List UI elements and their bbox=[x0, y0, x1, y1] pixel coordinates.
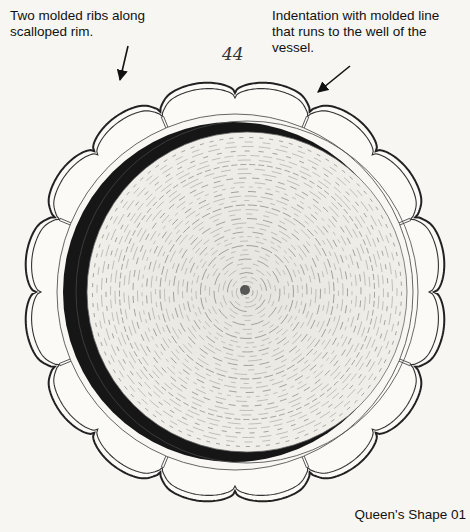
indentation-line bbox=[59, 220, 70, 225]
glaze-texture bbox=[101, 146, 393, 438]
leader-arrow bbox=[318, 66, 350, 92]
glaze-texture bbox=[124, 169, 370, 415]
glaze-texture bbox=[200, 245, 293, 338]
glaze-texture bbox=[138, 183, 357, 402]
glaze-texture bbox=[181, 226, 313, 358]
glaze-texture bbox=[157, 202, 337, 382]
figure-caption: Queen's Shape 01 bbox=[355, 507, 466, 523]
glaze-texture bbox=[112, 157, 382, 427]
glaze-texture bbox=[54, 99, 439, 484]
indentation-line bbox=[304, 456, 309, 467]
indentation-line bbox=[161, 456, 166, 467]
indentation-line bbox=[400, 359, 411, 364]
glaze-texture bbox=[90, 135, 405, 450]
glaze-texture bbox=[203, 248, 291, 336]
indentation-line bbox=[304, 117, 309, 128]
glaze-texture bbox=[95, 140, 399, 444]
indentation-line bbox=[60, 218, 71, 223]
rim-inner-edge bbox=[57, 114, 413, 470]
indentation-line bbox=[399, 361, 410, 366]
center-mark bbox=[240, 285, 250, 295]
indentation-line bbox=[161, 117, 166, 128]
plate-drawing bbox=[26, 75, 465, 510]
indentation-line bbox=[400, 220, 411, 225]
glaze-texture bbox=[56, 101, 438, 483]
glaze-texture bbox=[163, 208, 331, 376]
glaze-texture bbox=[157, 202, 337, 382]
indentation-line bbox=[399, 218, 410, 223]
catalog-number: 44 bbox=[222, 46, 262, 62]
well bbox=[87, 132, 407, 452]
well-edge bbox=[76, 121, 418, 463]
inner-rib bbox=[32, 89, 439, 496]
indentation-line bbox=[302, 457, 307, 468]
glaze-texture bbox=[216, 261, 278, 323]
glaze-texture bbox=[241, 286, 253, 298]
glaze-texture bbox=[188, 233, 306, 351]
glaze-texture bbox=[222, 267, 272, 317]
glaze-texture bbox=[133, 178, 362, 407]
annotation-note: Indentation with molded line that runs t… bbox=[272, 8, 464, 56]
glaze-texture bbox=[232, 277, 261, 306]
glaze-texture bbox=[93, 138, 402, 447]
outer-rib bbox=[26, 83, 445, 502]
leader-arrow bbox=[120, 46, 128, 80]
glaze-texture bbox=[65, 110, 429, 474]
glaze-texture bbox=[135, 180, 359, 404]
annotation-note: Two molded ribs along scalloped rim. bbox=[10, 8, 195, 40]
glaze-texture bbox=[30, 75, 465, 510]
indentation-line bbox=[59, 359, 70, 364]
glaze-texture bbox=[228, 273, 265, 310]
indentation-line bbox=[60, 361, 71, 366]
glaze-texture bbox=[158, 203, 335, 380]
glaze-texture bbox=[125, 170, 368, 413]
indentation-line bbox=[302, 116, 307, 127]
glaze-texture bbox=[184, 229, 309, 354]
indentation-line bbox=[163, 457, 168, 468]
glaze-texture bbox=[108, 153, 386, 431]
glaze-texture bbox=[60, 105, 433, 478]
indentation-line bbox=[163, 116, 168, 127]
glaze-texture bbox=[81, 126, 414, 459]
